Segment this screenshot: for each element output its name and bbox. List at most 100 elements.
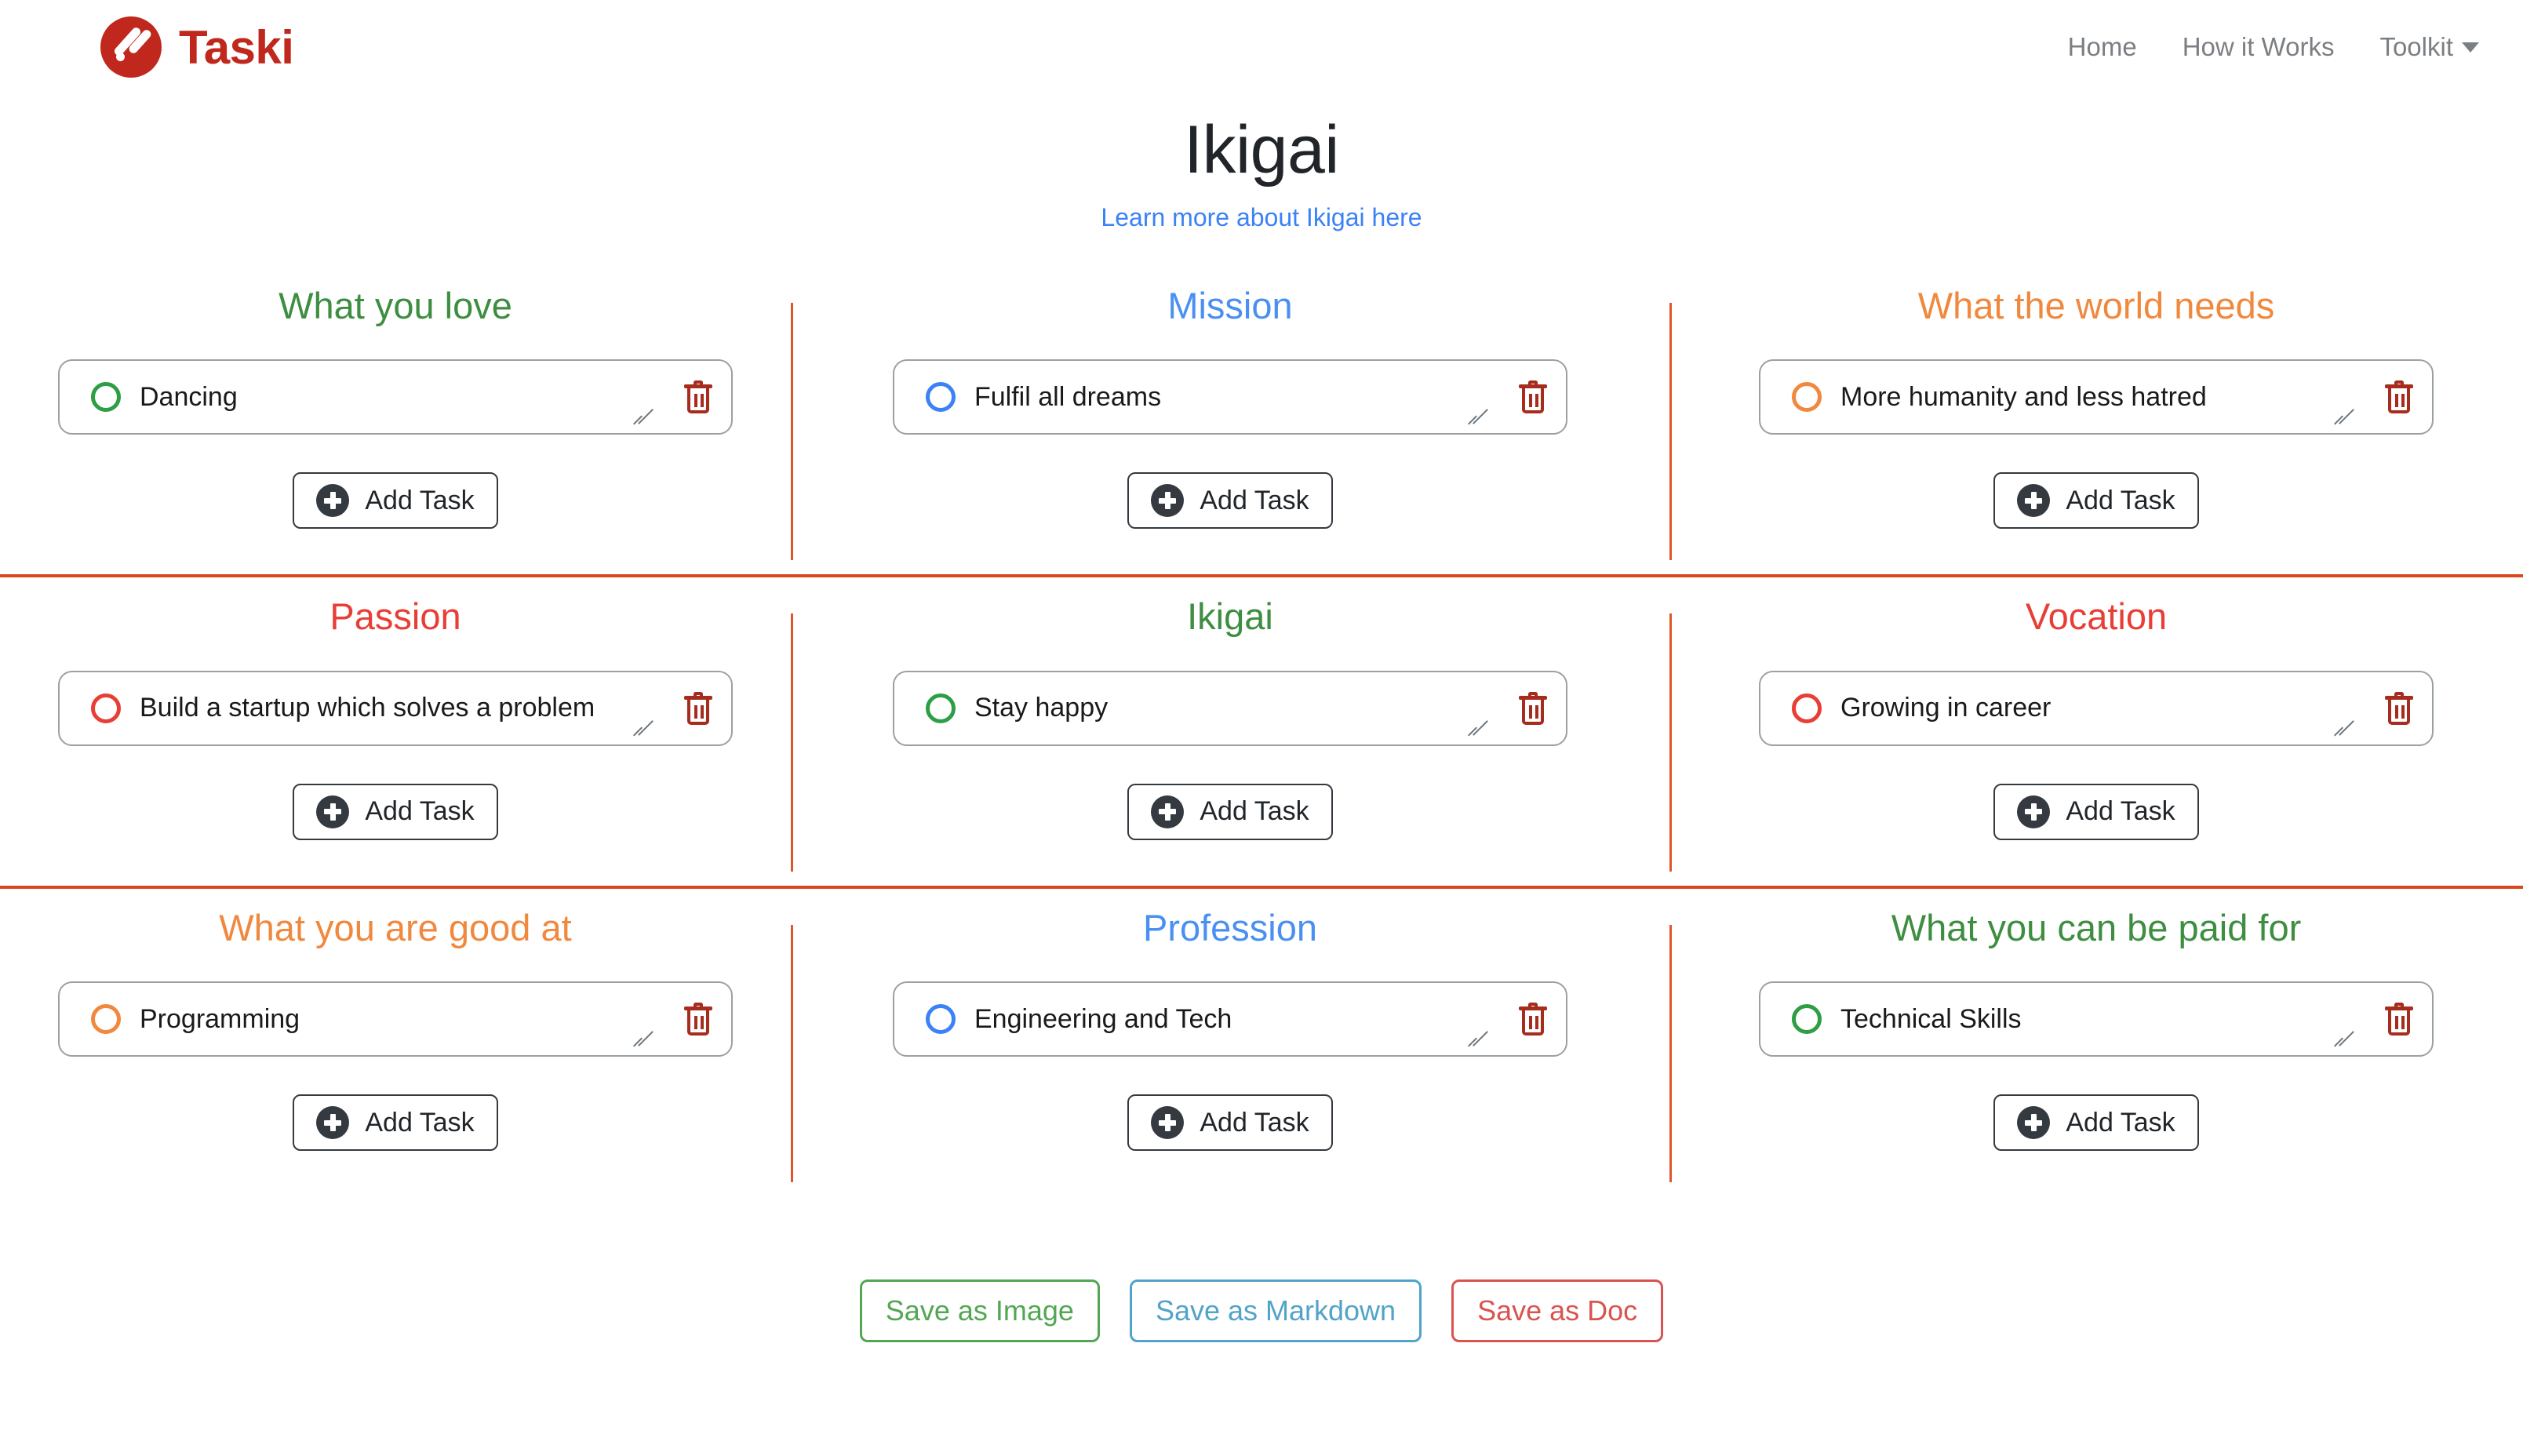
- add-task-button-what-the-world-needs[interactable]: Add Task: [1993, 472, 2199, 530]
- circle-checkbox-icon[interactable]: [1792, 382, 1822, 413]
- task-text[interactable]: Programming: [140, 1003, 300, 1034]
- save-as-doc-button[interactable]: Save as Doc: [1451, 1279, 1664, 1343]
- category-title-profession: Profession: [1142, 906, 1318, 948]
- category-title-vocation: Vocation: [2025, 595, 2168, 638]
- nav-item-home[interactable]: Home: [2067, 32, 2137, 61]
- taski-logo-icon: [100, 16, 162, 78]
- trash-icon[interactable]: [684, 380, 712, 414]
- resize-handle-icon[interactable]: [2333, 406, 2360, 433]
- trash-icon[interactable]: [684, 1003, 712, 1036]
- resize-handle-icon[interactable]: [632, 1028, 659, 1055]
- category-title-what-you-are-good-at: What you are good at: [219, 906, 572, 948]
- task-card[interactable]: Programming: [58, 981, 733, 1057]
- task-card[interactable]: Fulfil all dreams: [893, 359, 1567, 435]
- save-as-markdown-button[interactable]: Save as Markdown: [1129, 1279, 1422, 1343]
- category-title-what-you-love: What you love: [279, 285, 512, 326]
- trash-icon[interactable]: [2385, 691, 2413, 725]
- chevron-down-icon[interactable]: [2462, 42, 2479, 53]
- category-title-passion: Passion: [329, 595, 461, 638]
- task-card[interactable]: Engineering and Tech: [893, 981, 1567, 1057]
- resize-handle-icon[interactable]: [1467, 1028, 1494, 1055]
- circle-checkbox-icon[interactable]: [91, 1004, 121, 1035]
- add-task-label: Add Task: [1200, 796, 1309, 827]
- task-text[interactable]: Build a startup which solves a problem: [140, 693, 595, 723]
- circle-checkbox-icon[interactable]: [926, 1004, 956, 1035]
- add-task-label: Add Task: [365, 485, 475, 515]
- plus-circle-icon: [1151, 1106, 1185, 1140]
- trash-icon[interactable]: [1519, 1003, 1547, 1036]
- circle-checkbox-icon[interactable]: [1792, 693, 1822, 723]
- add-task-label: Add Task: [2066, 796, 2175, 827]
- learn-more-link[interactable]: Learn more about Ikigai here: [1101, 203, 1422, 231]
- add-task-label: Add Task: [365, 796, 475, 827]
- brand-logo[interactable]: Taski: [100, 16, 294, 78]
- add-task-button-mission[interactable]: Add Task: [1127, 472, 1333, 530]
- add-task-label: Add Task: [2066, 485, 2175, 515]
- resize-handle-icon[interactable]: [2333, 718, 2360, 744]
- nav-item-how-it-works[interactable]: How it Works: [2182, 32, 2335, 61]
- category-title-mission: Mission: [1167, 285, 1293, 326]
- task-card[interactable]: More humanity and less hatred: [1759, 359, 2434, 435]
- add-task-button-ikigai[interactable]: Add Task: [1127, 783, 1333, 840]
- task-card[interactable]: Technical Skills: [1759, 981, 2434, 1057]
- trash-icon[interactable]: [684, 691, 712, 725]
- circle-checkbox-icon[interactable]: [91, 382, 121, 413]
- nav-item-toolkit[interactable]: Toolkit: [2379, 32, 2479, 62]
- plus-circle-icon: [2017, 795, 2051, 828]
- resize-handle-icon[interactable]: [1467, 406, 1494, 433]
- task-text[interactable]: Growing in career: [1840, 693, 2052, 723]
- add-task-label: Add Task: [2066, 1107, 2175, 1138]
- add-task-button-profession[interactable]: Add Task: [1127, 1094, 1333, 1152]
- plus-circle-icon: [316, 795, 350, 828]
- trash-icon[interactable]: [2385, 380, 2413, 414]
- trash-icon[interactable]: [2385, 1003, 2413, 1036]
- resize-handle-icon[interactable]: [632, 718, 659, 744]
- plus-circle-icon: [1151, 484, 1185, 518]
- add-task-button-what-you-can-be-paid-for[interactable]: Add Task: [1993, 1094, 2199, 1152]
- category-title-what-you-can-be-paid-for: What you can be paid for: [1891, 906, 2302, 948]
- trash-icon[interactable]: [1519, 380, 1547, 414]
- circle-checkbox-icon[interactable]: [926, 693, 956, 723]
- task-text[interactable]: More humanity and less hatred: [1840, 381, 2207, 412]
- plus-circle-icon: [2017, 484, 2051, 518]
- add-task-button-what-you-are-good-at[interactable]: Add Task: [293, 1094, 498, 1152]
- plus-circle-icon: [316, 1106, 350, 1140]
- nav-links: Home How it Works Toolkit: [2068, 32, 2479, 62]
- task-card[interactable]: Build a startup which solves a problem: [58, 670, 733, 746]
- circle-checkbox-icon[interactable]: [926, 382, 956, 413]
- resize-handle-icon[interactable]: [2333, 1028, 2360, 1055]
- task-text[interactable]: Engineering and Tech: [974, 1003, 1232, 1034]
- resize-handle-icon[interactable]: [632, 406, 659, 433]
- trash-icon[interactable]: [1519, 691, 1547, 725]
- task-text[interactable]: Fulfil all dreams: [974, 381, 1162, 412]
- save-as-image-button[interactable]: Save as Image: [859, 1279, 1100, 1343]
- circle-checkbox-icon[interactable]: [1792, 1004, 1822, 1035]
- navbar: Taski Home How it Works Toolkit: [0, 0, 2523, 94]
- add-task-button-vocation[interactable]: Add Task: [1993, 783, 2199, 840]
- plus-circle-icon: [1151, 795, 1185, 828]
- task-text[interactable]: Technical Skills: [1840, 1003, 2022, 1034]
- add-task-label: Add Task: [1200, 485, 1309, 515]
- task-text[interactable]: Stay happy: [974, 693, 1109, 723]
- save-buttons-bar: Save as Image Save as Markdown Save as D…: [0, 1279, 2523, 1343]
- nav-item-toolkit-label[interactable]: Toolkit: [2379, 32, 2453, 61]
- task-card[interactable]: Stay happy: [893, 670, 1567, 746]
- add-task-button-what-you-love[interactable]: Add Task: [293, 472, 498, 530]
- category-title-what-the-world-needs: What the world needs: [1917, 285, 2275, 326]
- resize-handle-icon[interactable]: [1467, 718, 1494, 744]
- add-task-button-passion[interactable]: Add Task: [293, 783, 498, 840]
- task-text[interactable]: Dancing: [140, 381, 238, 412]
- circle-checkbox-icon[interactable]: [91, 693, 121, 723]
- task-card[interactable]: Growing in career: [1759, 670, 2434, 746]
- task-card[interactable]: Dancing: [58, 359, 733, 435]
